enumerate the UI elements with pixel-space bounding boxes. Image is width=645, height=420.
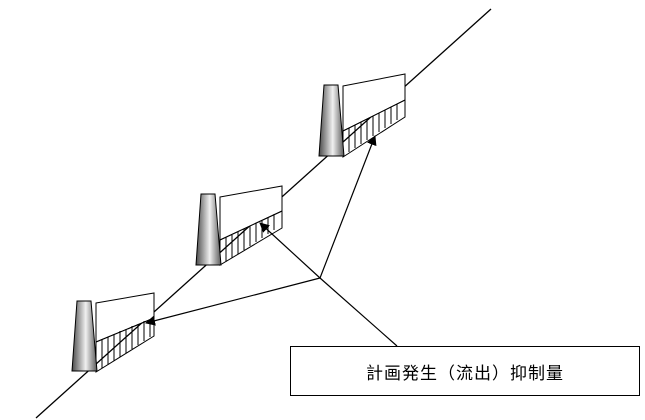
retention-structure-3 <box>318 73 406 158</box>
pointer-arrows <box>145 135 398 347</box>
dam-pillar-2 <box>195 193 222 266</box>
hatch-1 <box>101 319 151 368</box>
retention-structure-1 <box>71 292 155 373</box>
label-box: 計画発生（流出）抑制量 <box>290 346 640 396</box>
dam-pillar-1 <box>71 300 98 372</box>
dam-pillar-3 <box>318 84 345 157</box>
arrow-to-structure-1 <box>145 277 321 326</box>
storage-area-1 <box>95 292 155 343</box>
storage-area-2 <box>219 185 283 241</box>
hatch-3 <box>348 104 398 152</box>
leader-line <box>319 277 398 347</box>
arrow-to-structure-2 <box>259 222 321 279</box>
arrow-to-structure-3 <box>319 135 377 279</box>
label-text: 計画発生（流出）抑制量 <box>366 363 564 384</box>
retention-structure-2 <box>195 185 283 266</box>
